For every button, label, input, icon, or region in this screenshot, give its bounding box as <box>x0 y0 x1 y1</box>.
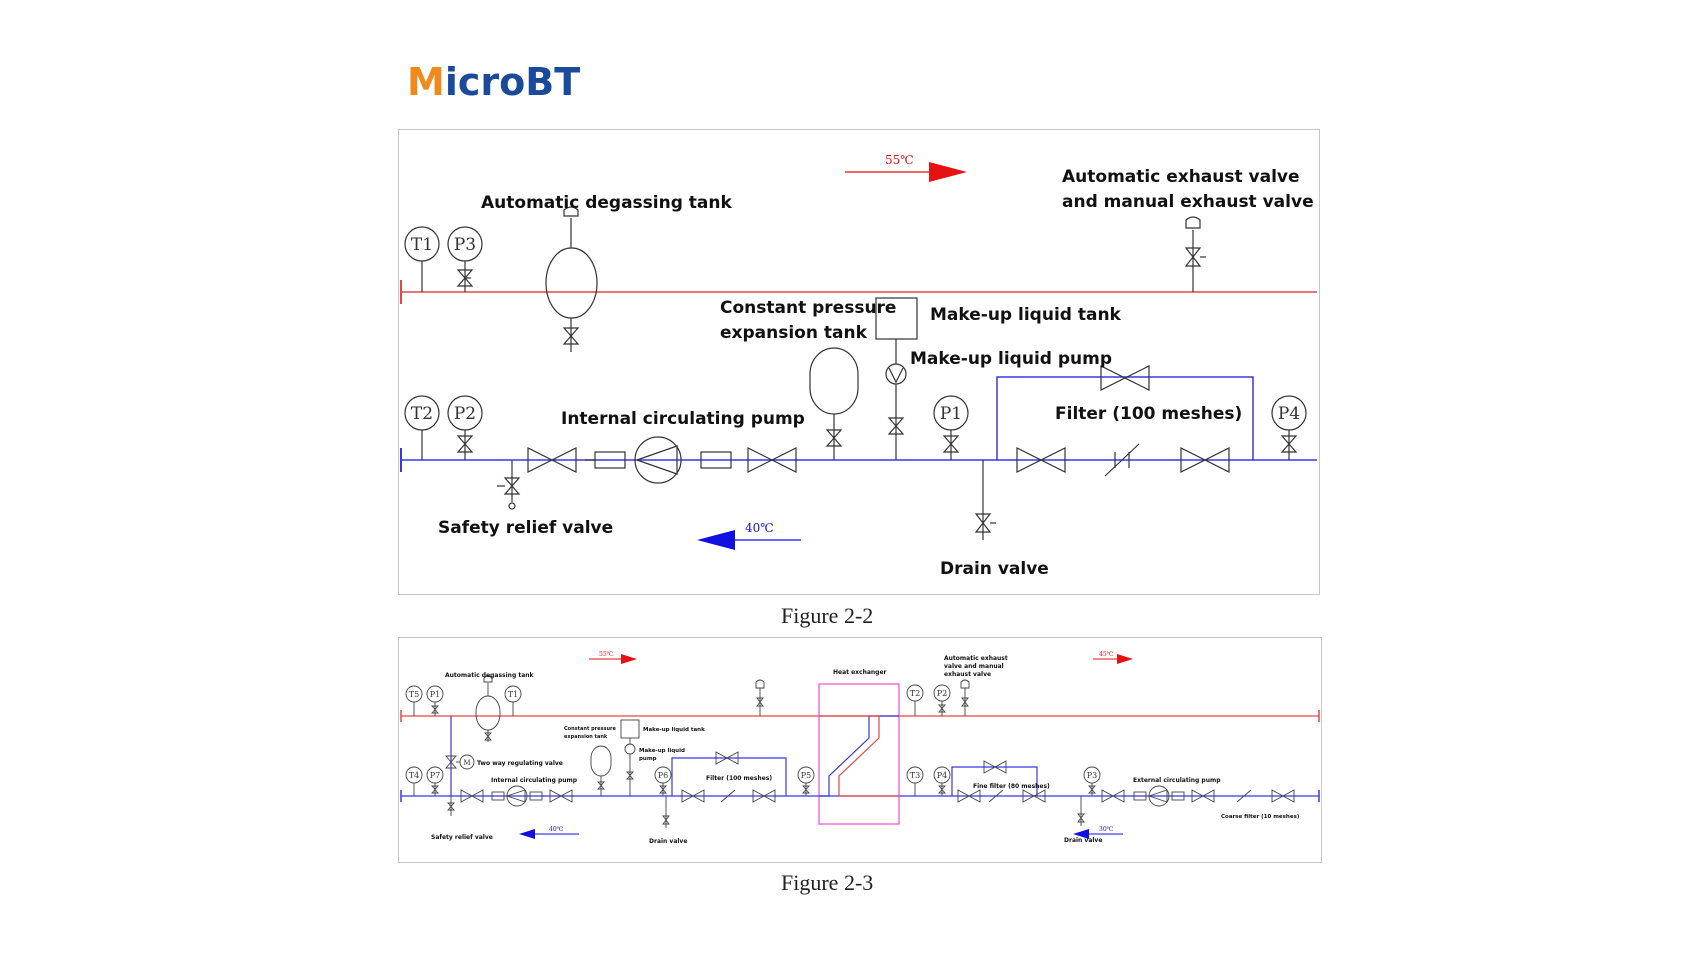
filter-inlet-valve <box>1016 447 1066 473</box>
gauge-p3-label: P3 <box>454 235 476 255</box>
gauge-p6: P6 <box>658 771 668 780</box>
hot-flow-arrow-icon <box>929 162 967 182</box>
safety-valve-label: Safety relief valve <box>438 518 613 538</box>
hot-arrow-right-icon <box>1117 654 1133 664</box>
cold-temp-left: 40℃ <box>549 826 564 833</box>
gauge-t3: T3 <box>910 771 920 780</box>
cold-temp-right: 30℃ <box>1099 826 1114 833</box>
fig3-two-way-valve-label: Two way regulating valve <box>477 760 563 767</box>
fig3-filter-label: Filter (100 meshes) <box>706 775 772 782</box>
fig3-makeup-pump-label-2: pump <box>639 756 657 762</box>
exhaust-valve-label-1: Automatic exhaust valve <box>1062 167 1300 187</box>
expansion-tank-label-2: expansion tank <box>720 323 868 343</box>
degassing-tank-label: Automatic degassing tank <box>481 193 732 213</box>
internal-pump-label: Internal circulating pump <box>561 409 805 429</box>
gauge-p3: P3 <box>1087 771 1097 780</box>
cold-arrow-right-icon <box>1073 829 1089 839</box>
microbt-logo: MicroBT <box>407 60 580 104</box>
fig3-exhaust-label-3: exhaust valve <box>944 671 991 678</box>
logo-text: MicroBT <box>407 60 581 104</box>
filter-bypass-line <box>996 376 1254 460</box>
gauge-t1: T1 <box>508 690 518 699</box>
fig3-coarse-filter-label: Coarse filter (10 meshes) <box>1221 814 1300 820</box>
fig3-internal-pump-label: Internal circulating pump <box>491 777 578 784</box>
heat-exchanger <box>818 683 900 825</box>
gauge-p4-label: P4 <box>1278 404 1300 424</box>
drain-valve <box>974 513 992 533</box>
cold-arrow-left-icon <box>519 829 535 839</box>
fig3-exhaust-label-2: valve and manual <box>944 663 1004 670</box>
cold-temp-label: 40℃ <box>745 521 774 535</box>
filter-outlet-valve <box>1180 447 1230 473</box>
figure-2-3-diagram: 55℃ 45℃ 40℃ 30℃ T5 P1 T1 T2 P2 T4 P7 M P… <box>398 637 1322 863</box>
gauge-p2-label: P2 <box>454 404 476 424</box>
bypass-valve <box>1100 365 1150 391</box>
fig3-makeup-pump-label-1: Make-up liquid <box>639 748 685 754</box>
fig3-external-pump-label: External circulating pump <box>1133 777 1221 784</box>
expansion-tank <box>809 347 859 415</box>
gauge-p2: P2 <box>937 689 947 698</box>
figure-2-2-caption: Figure 2-2 <box>781 603 874 628</box>
gauge-t5: T5 <box>409 690 419 699</box>
fig3-drain-valve-1-label: Drain valve <box>649 838 687 845</box>
fig3-expansion-label-2: expansion tank <box>564 734 608 740</box>
internal-circulating-pump <box>634 436 682 484</box>
expansion-tank-label-1: Constant pressure <box>720 298 896 318</box>
figure-2-3-svg: 55℃ 45℃ 40℃ 30℃ T5 P1 T1 T2 P2 T4 P7 M P… <box>400 651 1320 845</box>
gauge-t4: T4 <box>409 771 419 780</box>
hot-temp-label: 55℃ <box>885 153 914 167</box>
makeup-tank-label: Make-up liquid tank <box>930 305 1122 325</box>
hot-temp-right: 45℃ <box>1099 651 1114 658</box>
gauge-p1-label: P1 <box>940 404 962 424</box>
hot-arrow-left-icon <box>621 654 637 664</box>
gauge-t2: T2 <box>910 689 920 698</box>
fig3-expansion-label-1: Constant pressure <box>564 726 617 732</box>
drain-valve-label: Drain valve <box>940 559 1049 579</box>
fig3-heat-exchanger-label: Heat exchanger <box>833 669 887 676</box>
fig3-degassing-label: Automatic degassing tank <box>445 672 535 679</box>
figure-2-3-caption: Figure 2-3 <box>781 870 874 895</box>
fig3-exhaust-label-1: Automatic exhaust <box>944 655 1008 662</box>
exhaust-valve-label-2: and manual exhaust valve <box>1062 192 1314 212</box>
gauge-t1-label: T1 <box>411 235 433 255</box>
gate-valve-2 <box>747 447 797 473</box>
gauge-m: M <box>463 759 470 767</box>
gauge-p1: P1 <box>430 690 440 699</box>
gauge-p4: P4 <box>937 771 947 780</box>
fig3-drain-valve-2-label: Drain valve <box>1064 837 1102 844</box>
makeup-pump-label: Make-up liquid pump <box>910 349 1112 369</box>
fig3-makeup-tank-label: Make-up liquid tank <box>643 727 705 733</box>
cold-flow-arrow-icon <box>697 530 735 550</box>
degassing-tank <box>545 247 598 319</box>
figure-2-2-svg: T1 P3 T2 P2 P1 P4 55℃ 40℃ Automatic dega… <box>400 153 1317 579</box>
gauge-p5: P5 <box>801 771 811 780</box>
gate-valve-1 <box>527 447 577 473</box>
fig3-safety-valve-label: Safety relief valve <box>431 834 493 841</box>
figure-2-2-diagram: T1 P3 T2 P2 P1 P4 55℃ 40℃ Automatic dega… <box>398 129 1320 595</box>
gauge-p7: P7 <box>430 771 440 780</box>
gauge-t2-label: T2 <box>411 404 433 424</box>
hot-temp-left: 55℃ <box>599 651 614 658</box>
filter-label: Filter (100 meshes) <box>1055 404 1242 424</box>
fig3-fine-filter-label: Fine filter (80 meshes) <box>973 783 1050 790</box>
